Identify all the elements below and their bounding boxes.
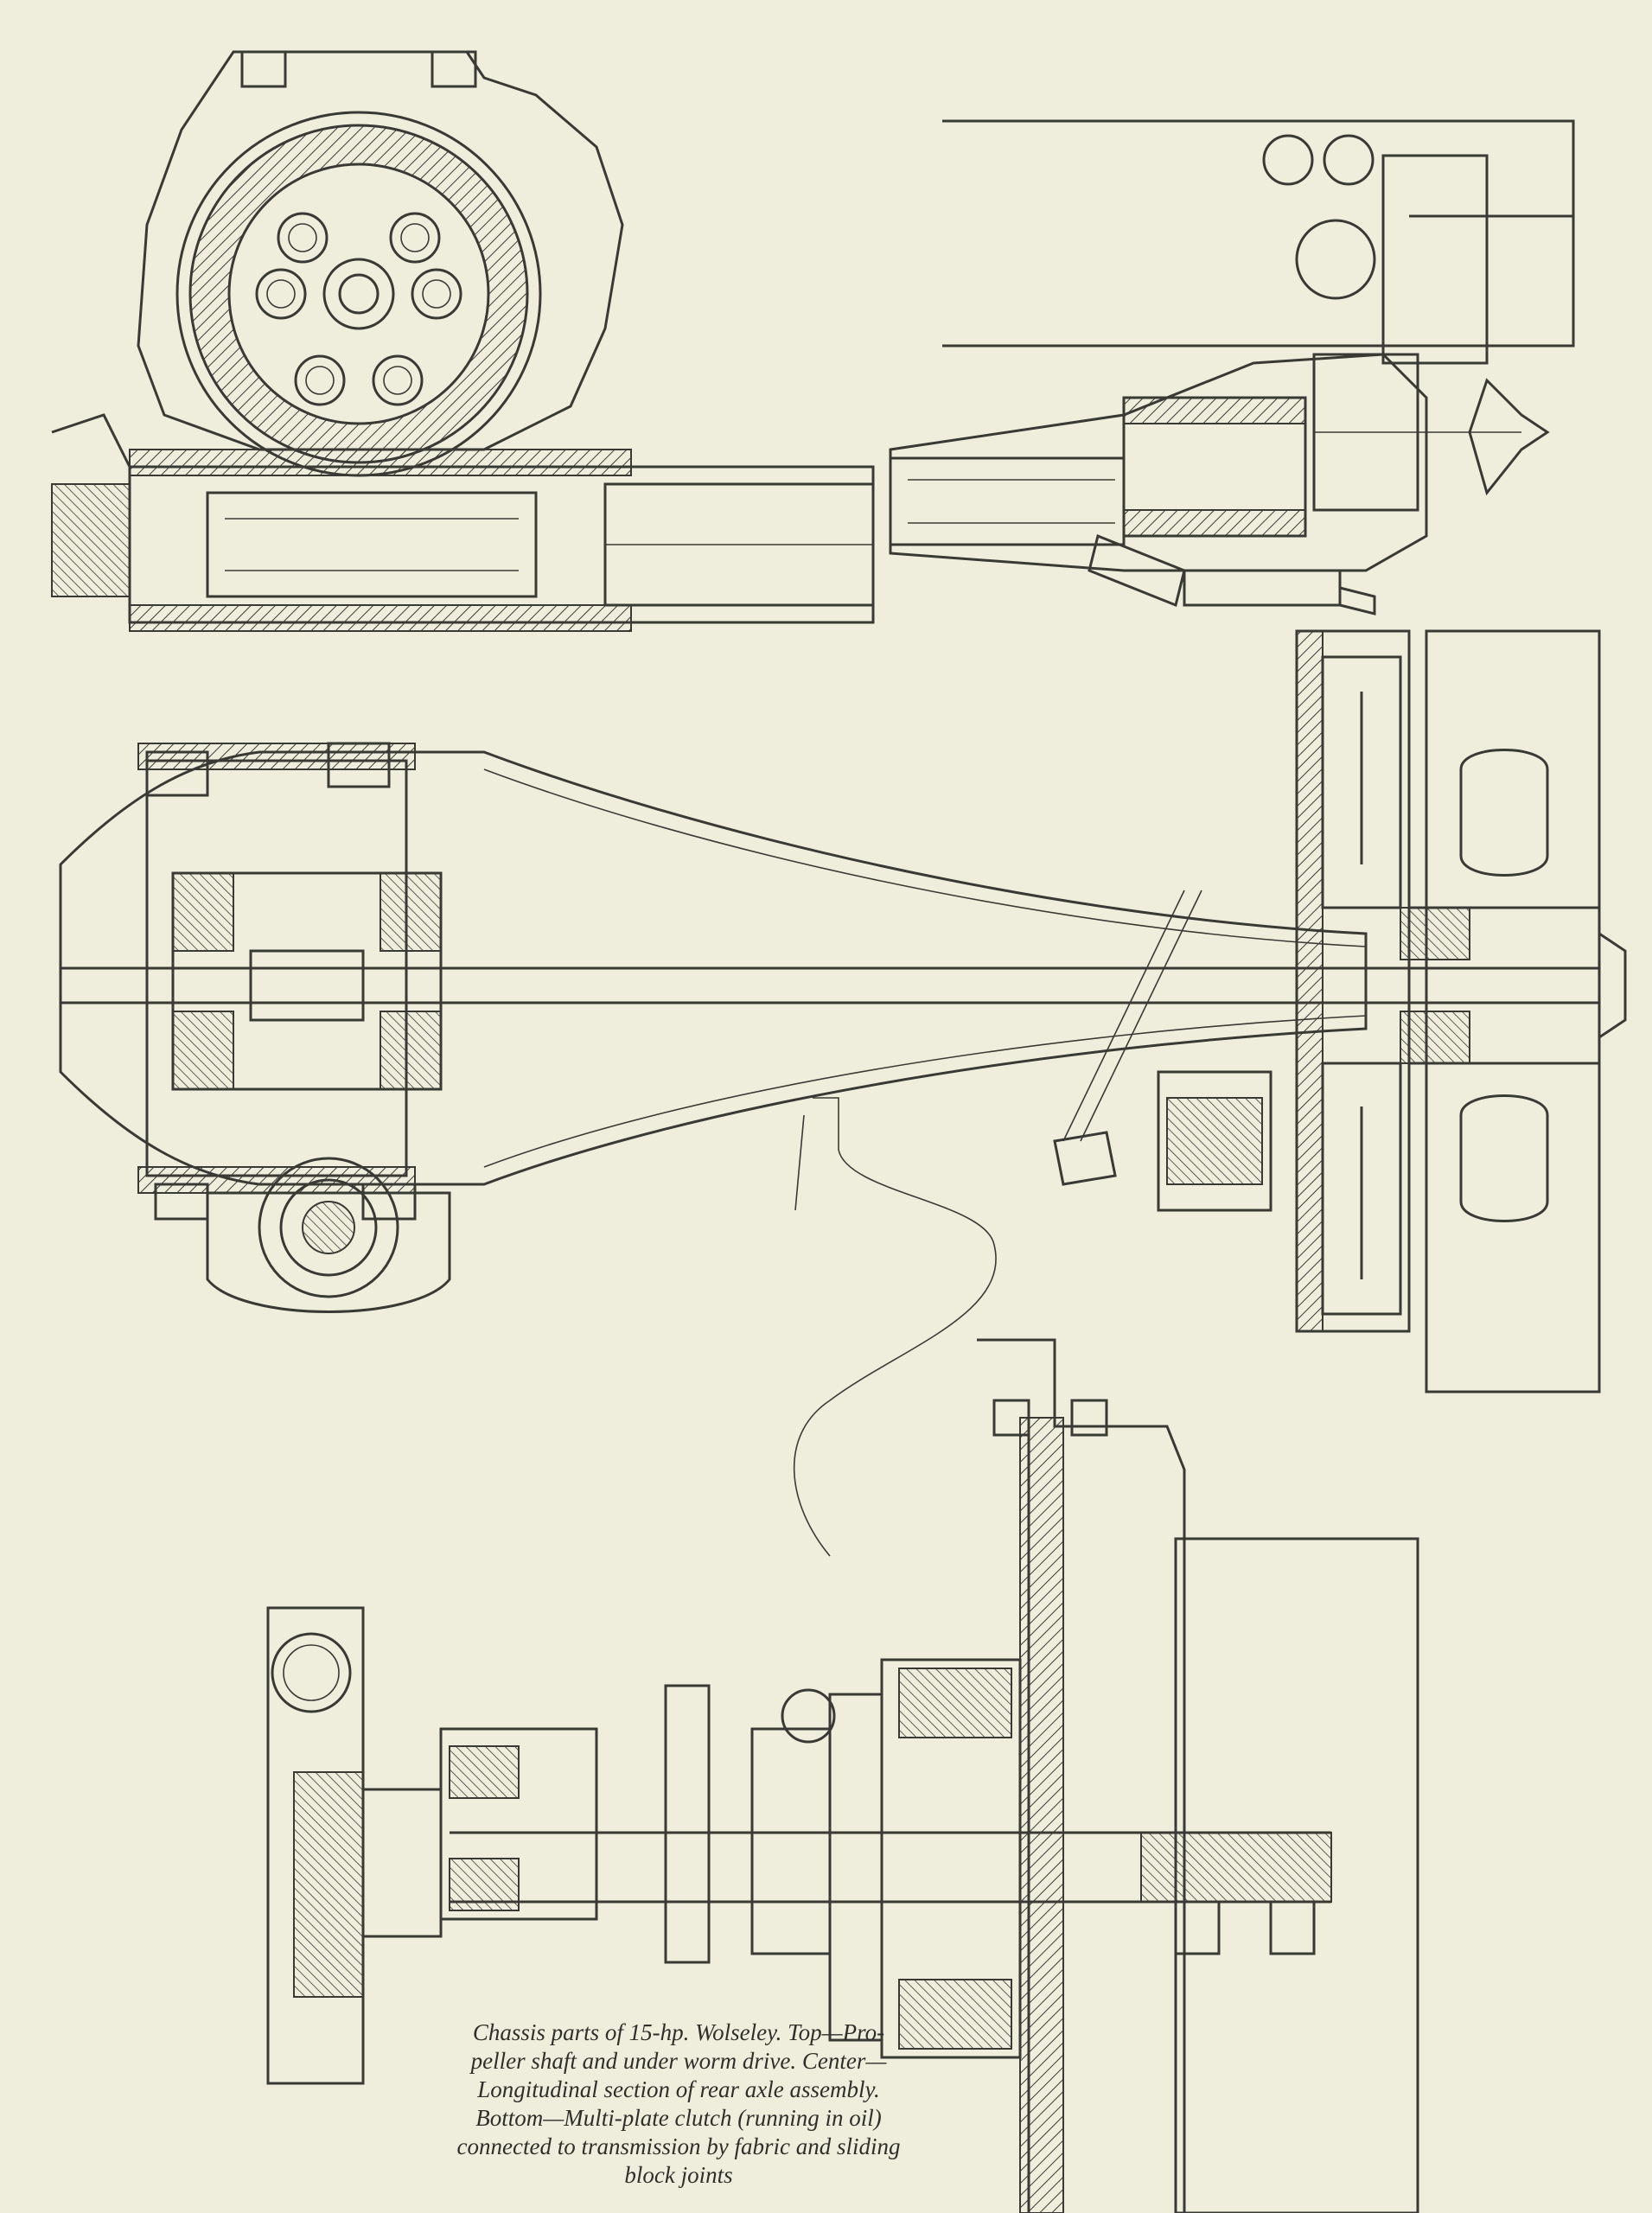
multi-plate-clutch-figure [266,1338,1419,2213]
propeller-shaft-worm-drive-figure [51,50,1575,632]
caption-line: connected to transmission by fabric and … [456,2133,901,2159]
rear-axle-assembly-figure [59,629,1627,1557]
caption-line: Longitudinal section of rear axle assemb… [477,2076,880,2102]
caption-line: Chassis parts of 15-hp. Wolseley. Top—Pr… [472,2019,885,2045]
caption-line: block joints [624,2162,733,2188]
caption-line: Bottom—Multi-plate clutch (running in oi… [475,2105,882,2131]
caption-line: peller shaft and under worm drive. Cente… [470,2048,887,2074]
figure-caption: Chassis parts of 15-hp. Wolseley. Top—Pr… [367,2018,990,2190]
